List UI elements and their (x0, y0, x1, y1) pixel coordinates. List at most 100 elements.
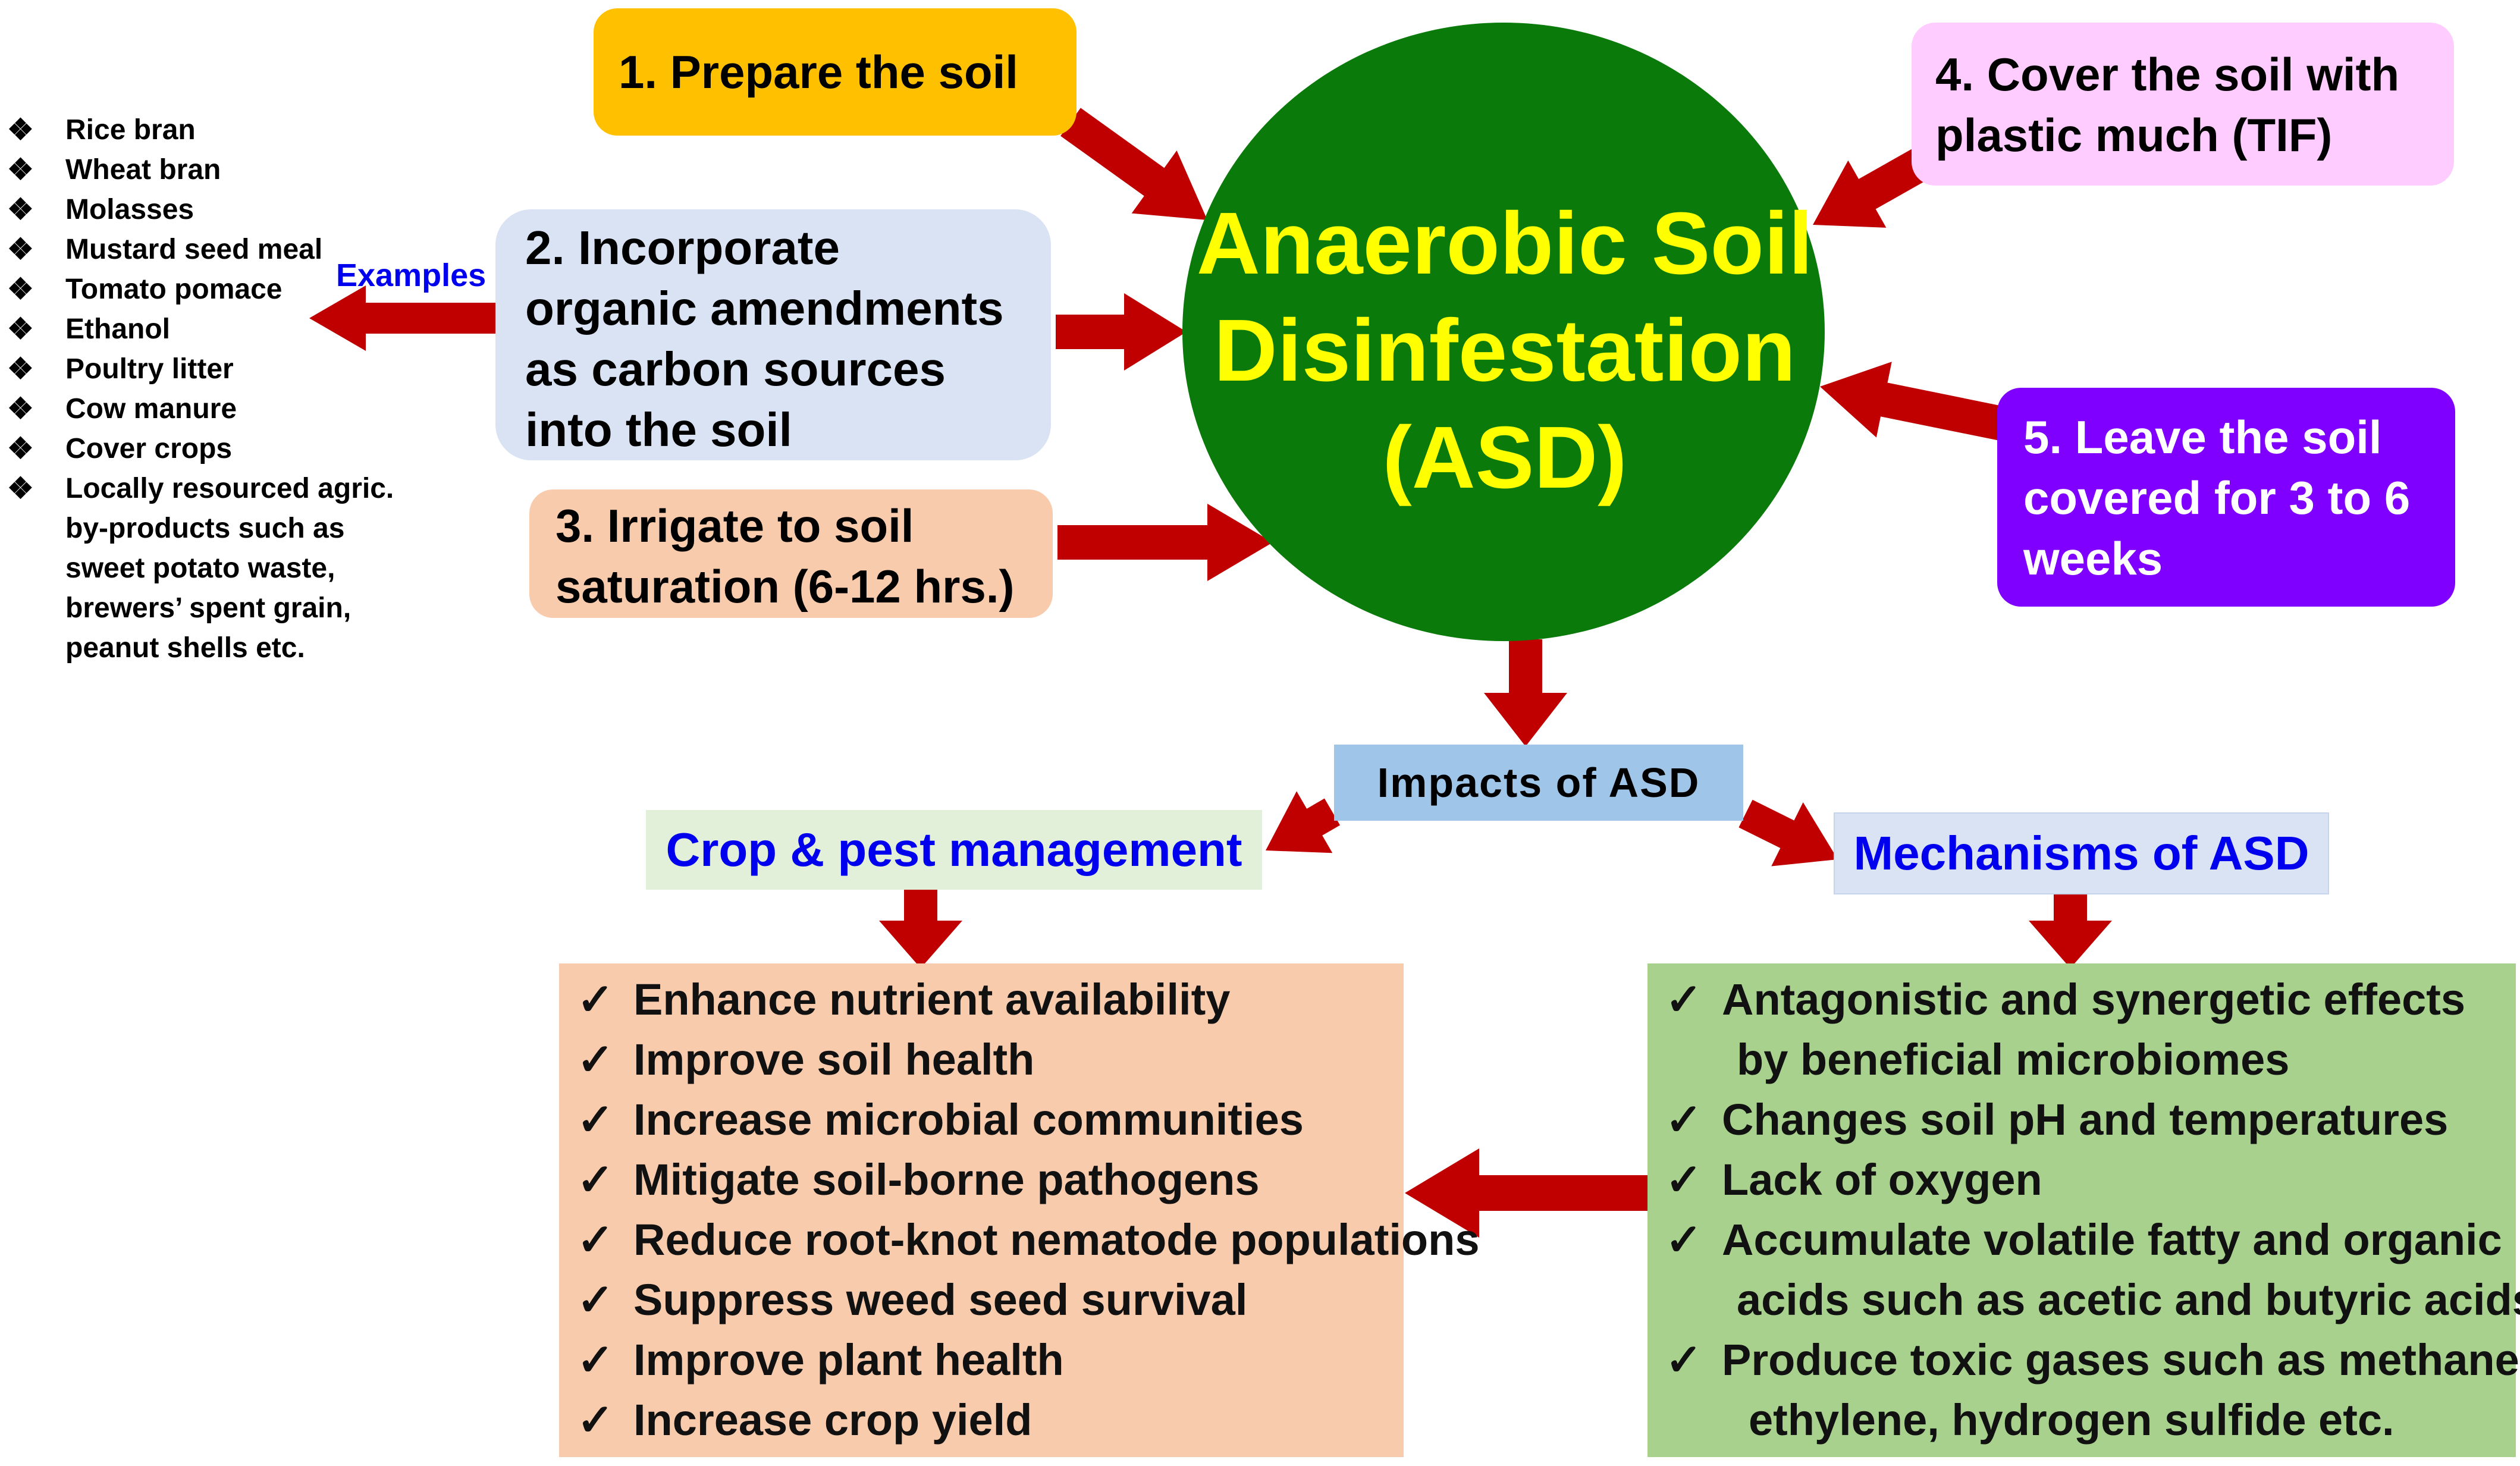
impacts-of-asd-label: Impacts of ASD (1334, 745, 1743, 821)
example-continuation: sweet potato waste, (6, 548, 398, 588)
checkmark-icon: ✓ (577, 1395, 614, 1445)
benefit-text: Improve soil health (633, 1035, 1035, 1084)
step-5-line-1: 5. Leave the soil (2023, 411, 2382, 463)
step-2-line-4: into the soil (525, 403, 792, 456)
example-text: Mustard seed meal (65, 234, 323, 265)
benefit-text: Mitigate soil-borne pathogens (633, 1155, 1260, 1204)
arrow-step2-to-asd (1056, 293, 1187, 371)
arrow-step1-to-asd (1060, 108, 1207, 220)
crop-pest-benefits-box: ✓Enhance nutrient availability ✓Improve … (559, 963, 1479, 1457)
arrow-mech-heading-to-list (2029, 893, 2112, 968)
mechanism-text: Produce toxic gases such as methane, (1722, 1335, 2520, 1385)
step-1-prepare-soil: 1. Prepare the soil (594, 8, 1077, 136)
checkmark-icon: ✓ (577, 1095, 614, 1144)
example-text: Rice bran (65, 114, 196, 146)
example-item: ❖ Mustard seed meal (6, 230, 398, 269)
diamond-bullet-icon: ❖ (7, 153, 34, 186)
arrow-asd-to-impacts (1484, 639, 1567, 746)
example-text: Tomato pomace (65, 274, 283, 305)
arrow-impacts-to-mechanisms (1738, 799, 1838, 867)
example-continuation: peanut shells etc. (6, 628, 398, 668)
example-item: ❖ Cow manure (6, 389, 398, 429)
example-text: sweet potato waste, (65, 553, 335, 584)
mechanism-item: ✓Lack of oxygen (1665, 1150, 2516, 1210)
mechanism-continuation: ethylene, hydrogen sulfide etc. (1665, 1390, 2516, 1450)
asd-title-line-2: Disinfestation (1213, 302, 1796, 400)
step-4-line-2: plastic much (TIF) (1935, 109, 2333, 161)
benefit-item: ✓Suppress weed seed survival (577, 1270, 1404, 1330)
arrow-step2-to-examples (309, 285, 497, 351)
diamond-bullet-icon: ❖ (7, 432, 34, 465)
diamond-bullet-icon: ❖ (7, 193, 34, 226)
step-5-line-2: covered for 3 to 6 (2023, 472, 2411, 524)
arrow-crop-heading-to-list (879, 889, 962, 968)
benefit-item: ✓Improve soil health (577, 1029, 1404, 1090)
example-text: Molasses (65, 194, 194, 225)
example-text: Cow manure (65, 393, 237, 425)
crop-pest-management-heading: Crop & pest management (646, 810, 1262, 890)
step-1-line-1: 1. Prepare the soil (619, 46, 1018, 98)
benefit-text: Increase crop yield (633, 1395, 1033, 1445)
checkmark-icon: ✓ (1665, 1215, 1703, 1264)
example-text: Poultry litter (65, 353, 234, 385)
step-3-line-2: saturation (6-12 hrs.) (556, 560, 1015, 613)
benefit-item: ✓Reduce root-knot nematode populations (577, 1210, 1479, 1270)
example-item: ❖Rice bran (6, 110, 398, 150)
mechanism-continuation: by beneficial microbiomes (1665, 1029, 2516, 1090)
checkmark-icon: ✓ (1665, 1335, 1703, 1385)
example-continuation: brewers’ spent grain, (6, 588, 398, 628)
examples-list: ❖Rice bran ❖Wheat bran ❖Molasses ❖Mustar… (6, 110, 398, 668)
step-2-incorporate-amendments: 2. Incorporate organic amendments as car… (495, 209, 1051, 460)
benefit-item: ✓Improve plant health (577, 1330, 1404, 1390)
arrow-step5-to-asd (1820, 362, 2005, 441)
asd-title-line-1: Anaerobic Soil (1196, 194, 1813, 293)
mechanism-text: Accumulate volatile fatty and organic (1722, 1215, 2502, 1264)
example-item: ❖ Wheat bran (6, 150, 398, 190)
example-text: Wheat bran (65, 154, 221, 186)
benefit-text: Reduce root-knot nematode populations (633, 1215, 1480, 1264)
mechanism-text: Antagonistic and synergetic effects (1722, 975, 2466, 1024)
example-text: Ethanol (65, 313, 170, 345)
step-2-line-3: as carbon sources (525, 343, 946, 395)
example-item: ❖ Molasses (6, 190, 398, 230)
checkmark-icon: ✓ (1665, 975, 1703, 1024)
asd-title: Anaerobic Soil Disinfestation (ASD) (1166, 190, 1844, 511)
example-item: ❖ Locally resourced agric. (6, 469, 398, 508)
example-continuation: by-products such as (6, 508, 398, 548)
step-2-line-1: 2. Incorporate (525, 221, 840, 274)
benefit-item: ✓ Increase microbial communities (577, 1090, 1404, 1150)
diamond-bullet-icon: ❖ (7, 472, 34, 505)
diamond-bullet-icon: ❖ (7, 312, 34, 346)
step-5-line-3: weeks (2023, 532, 2163, 585)
mechanism-item: ✓ Accumulate volatile fatty and organic (1665, 1210, 2516, 1270)
benefit-text: Enhance nutrient availability (633, 975, 1231, 1024)
mechanism-item: ✓ Changes soil pH and temperatures (1665, 1090, 2516, 1150)
checkmark-icon: ✓ (1665, 1095, 1703, 1144)
checkmark-icon: ✓ (577, 975, 614, 1024)
mechanism-item: ✓ Produce toxic gases such as methane, (1665, 1330, 2520, 1390)
mechanism-text: Changes soil pH and temperatures (1722, 1095, 2449, 1144)
diamond-bullet-icon: ❖ (7, 392, 34, 425)
example-item: ❖ Tomato pomace (6, 269, 398, 309)
mechanism-item: ✓ Antagonistic and synergetic effects (1665, 969, 2516, 1029)
benefit-item: ✓ Increase crop yield (577, 1390, 1404, 1450)
mechanism-continuation: acids such as acetic and butyric acids (1665, 1270, 2520, 1330)
benefit-text: Increase microbial communities (633, 1095, 1304, 1144)
asd-center-circle (1182, 23, 1825, 641)
step-4-line-1: 4. Cover the soil with (1935, 48, 2400, 101)
step-3-line-1: 3. Irrigate to soil (556, 500, 914, 552)
diamond-bullet-icon: ❖ (7, 352, 34, 385)
example-text: Locally resourced agric. (65, 473, 394, 504)
mechanism-text: ethylene, hydrogen sulfide etc. (1749, 1395, 2395, 1445)
diamond-bullet-icon: ❖ (7, 272, 34, 306)
step-5-leave-covered: 5. Leave the soil covered for 3 to 6 wee… (1997, 388, 2455, 607)
checkmark-icon: ✓ (577, 1155, 614, 1204)
mechanism-text: acids such as acetic and butyric acids (1737, 1275, 2520, 1324)
step-3-irrigate: 3. Irrigate to soil saturation (6-12 hrs… (529, 489, 1053, 618)
examples-label: Examples (336, 258, 487, 293)
arrow-step4-to-asd (1813, 148, 1930, 228)
example-item: ❖Cover crops (6, 429, 398, 469)
diamond-bullet-icon: ❖ (7, 233, 34, 266)
benefit-item: ✓ Mitigate soil-borne pathogens (577, 1150, 1404, 1210)
